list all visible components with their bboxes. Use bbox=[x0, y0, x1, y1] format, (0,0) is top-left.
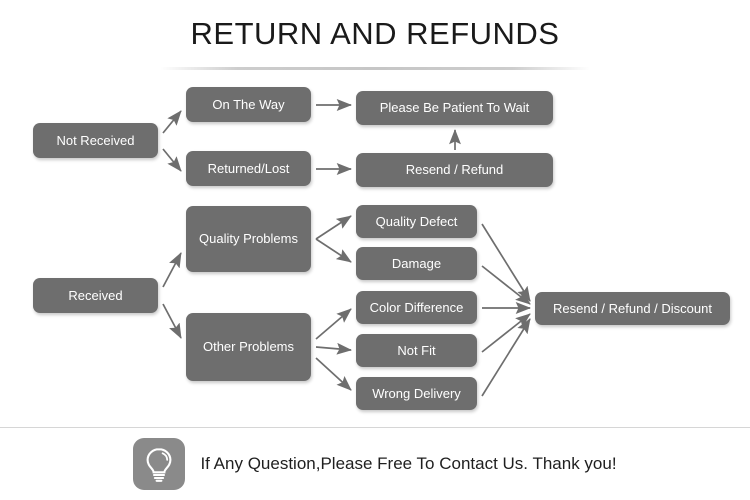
node-damage[interactable]: Damage bbox=[356, 247, 477, 280]
arrow-quality-defect-to-resolution bbox=[481, 223, 531, 302]
page-title: RETURN AND REFUNDS bbox=[190, 16, 560, 51]
node-resend-refund-discount[interactable]: Resend / Refund / Discount bbox=[535, 292, 730, 325]
footer-divider bbox=[0, 427, 750, 428]
arrow-other-problems-to-not-fit bbox=[315, 342, 353, 355]
arrow-other-problems-to-wrong-delivery bbox=[315, 357, 352, 391]
node-quality-defect[interactable]: Quality Defect bbox=[356, 205, 477, 238]
node-other-problems[interactable]: Other Problems bbox=[186, 313, 311, 381]
node-not-received[interactable]: Not Received bbox=[33, 123, 158, 158]
node-please-be-patient-to-wait[interactable]: Please Be Patient To Wait bbox=[356, 91, 553, 125]
node-resend-refund[interactable]: Resend / Refund bbox=[356, 153, 553, 187]
footer-contact-text: If Any Question,Please Free To Contact U… bbox=[200, 454, 617, 473]
arrow-wrong-delivery-to-resolution bbox=[481, 318, 531, 397]
node-not-fit[interactable]: Not Fit bbox=[356, 334, 477, 367]
node-quality-problems[interactable]: Quality Problems bbox=[186, 206, 311, 272]
lightbulb-icon bbox=[133, 438, 186, 490]
arrow-not-received-to-on-the-way bbox=[162, 110, 182, 134]
flowchart: Not Received On The Way Returned/Lost Pl… bbox=[33, 87, 730, 410]
arrow-not-fit-to-resolution bbox=[481, 313, 531, 353]
node-wrong-delivery[interactable]: Wrong Delivery bbox=[356, 377, 477, 410]
arrow-not-received-to-returned-lost bbox=[162, 148, 182, 172]
title-divider bbox=[160, 67, 590, 70]
arrow-received-to-quality-problems bbox=[162, 252, 182, 288]
node-received[interactable]: Received bbox=[33, 278, 158, 313]
arrow-quality-problems-to-damage bbox=[315, 238, 352, 263]
node-on-the-way[interactable]: On The Way bbox=[186, 87, 311, 122]
footer: If Any Question,Please Free To Contact U… bbox=[0, 428, 750, 500]
node-returned-lost[interactable]: Returned/Lost bbox=[186, 151, 311, 186]
arrow-received-to-other-problems bbox=[162, 303, 182, 339]
arrow-damage-to-resolution bbox=[481, 265, 531, 305]
node-color-difference[interactable]: Color Difference bbox=[356, 291, 477, 324]
arrow-other-problems-to-color-difference bbox=[315, 308, 352, 340]
arrow-quality-problems-to-quality-defect bbox=[315, 215, 352, 240]
